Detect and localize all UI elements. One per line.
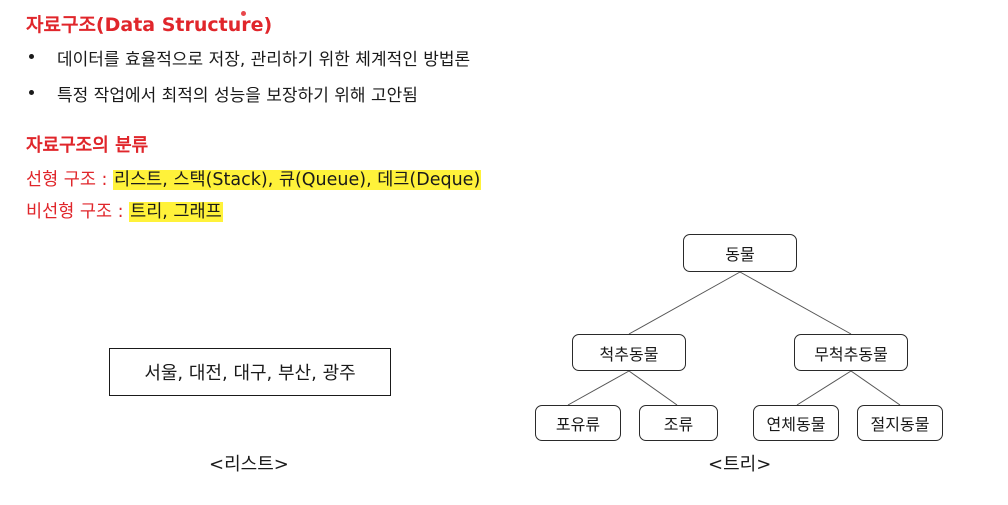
nonlinear-structure-items: 트리, 그래프 [129, 202, 223, 222]
tree-node-root-label: 동물 [725, 245, 755, 264]
linear-structure-label: 선형 구조 : [26, 170, 113, 190]
tree-node-mollusk: 연체동물 [753, 405, 839, 441]
edge-root-invertebrate [739, 271, 852, 335]
page-title: 자료구조(Data Structure) [26, 14, 273, 36]
bullet-icon [29, 54, 34, 59]
tree-node-arthropod-label: 절지동물 [870, 415, 930, 434]
nonlinear-structure-line: 비선형 구조 : 트리, 그래프 [26, 198, 223, 223]
tree-node-bird: 조류 [639, 405, 718, 441]
tree-node-root: 동물 [683, 234, 797, 272]
edge-vertebrate-mammal [567, 370, 630, 406]
edge-invertebrate-mollusk [796, 370, 852, 406]
list-caption: <리스트> [209, 454, 289, 475]
tree-node-mammal: 포유류 [535, 405, 621, 441]
tree-node-invertebrate: 무척추동물 [794, 334, 908, 371]
tree-node-arthropod: 절지동물 [857, 405, 943, 441]
list-example-content: 서울, 대전, 대구, 부산, 광주 [144, 363, 356, 384]
tree-node-mollusk-label: 연체동물 [766, 415, 826, 434]
list-example-box: 서울, 대전, 대구, 부산, 광주 [109, 348, 391, 396]
tree-caption: <트리> [708, 454, 772, 475]
cursor-dot-icon [241, 11, 246, 16]
tree-node-invertebrate-label: 무척추동물 [814, 344, 888, 364]
bullet-icon [29, 90, 34, 95]
bullet-text-definition: 데이터를 효율적으로 저장, 관리하기 위한 체계적인 방법론 [57, 50, 471, 70]
edge-invertebrate-arthropod [850, 370, 901, 406]
tree-node-mammal-label: 포유류 [555, 415, 601, 434]
edge-vertebrate-bird [628, 370, 678, 406]
linear-structure-line: 선형 구조 : 리스트, 스택(Stack), 큐(Queue), 데크(Deq… [26, 166, 482, 191]
tree-node-vertebrate: 척추동물 [572, 334, 686, 371]
bullet-text-purpose: 특정 작업에서 최적의 성능을 보장하기 위해 고안됨 [57, 86, 418, 106]
tree-node-bird-label: 조류 [663, 415, 694, 434]
edge-root-vertebrate [628, 271, 741, 335]
tree-node-vertebrate-label: 척추동물 [599, 344, 659, 364]
linear-structure-items: 리스트, 스택(Stack), 큐(Queue), 데크(Deque) [112, 170, 482, 190]
nonlinear-structure-label: 비선형 구조 : [26, 202, 130, 222]
classification-heading: 자료구조의 분류 [26, 135, 149, 156]
